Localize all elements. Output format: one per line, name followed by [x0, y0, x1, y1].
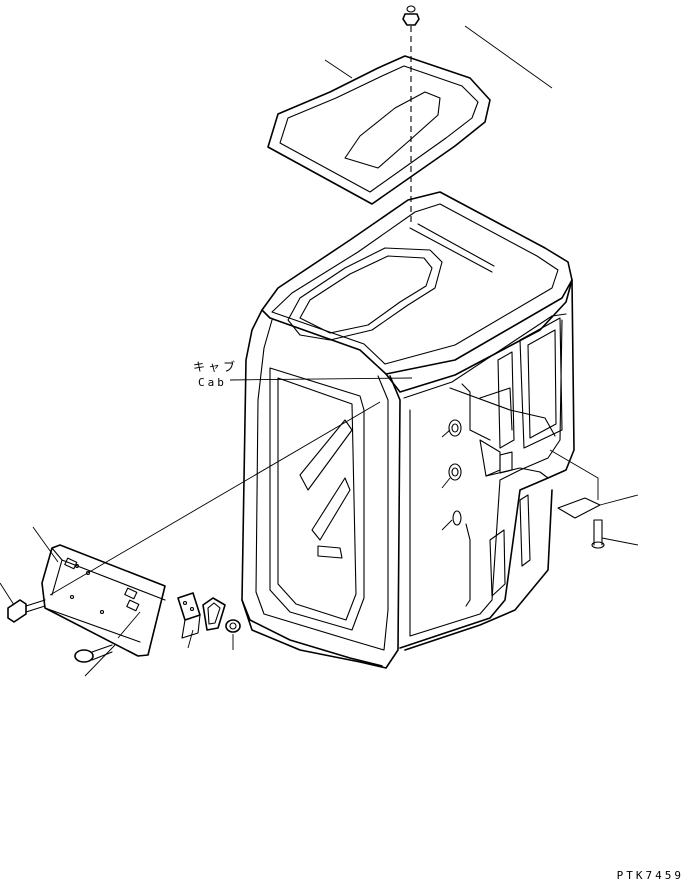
plate-leaders	[32, 526, 141, 677]
plate-bolt-left[interactable]	[7, 599, 46, 623]
top-bolt[interactable]	[402, 5, 420, 26]
roof-panel[interactable]	[267, 55, 491, 205]
side-leaders	[549, 449, 639, 546]
nut[interactable]	[225, 619, 241, 633]
side-plate[interactable]	[557, 497, 601, 519]
cab-body[interactable]	[241, 191, 575, 669]
label-tag-1[interactable]	[177, 592, 201, 639]
side-screw[interactable]	[591, 519, 605, 549]
drawing-code: PTK7459	[616, 869, 684, 882]
plate-bolt-left-leader	[0, 582, 15, 606]
tag-leaders	[187, 629, 194, 649]
plate-bolt-bottom[interactable]	[74, 644, 113, 663]
roof-panel-leader	[324, 25, 553, 89]
front-cover-plate[interactable]	[41, 544, 166, 657]
cab-leaders	[49, 377, 453, 596]
cab-label-jp: キャブ	[193, 360, 239, 374]
cab-label-en: Cab	[198, 376, 227, 389]
label-tag-2[interactable]	[202, 597, 226, 631]
